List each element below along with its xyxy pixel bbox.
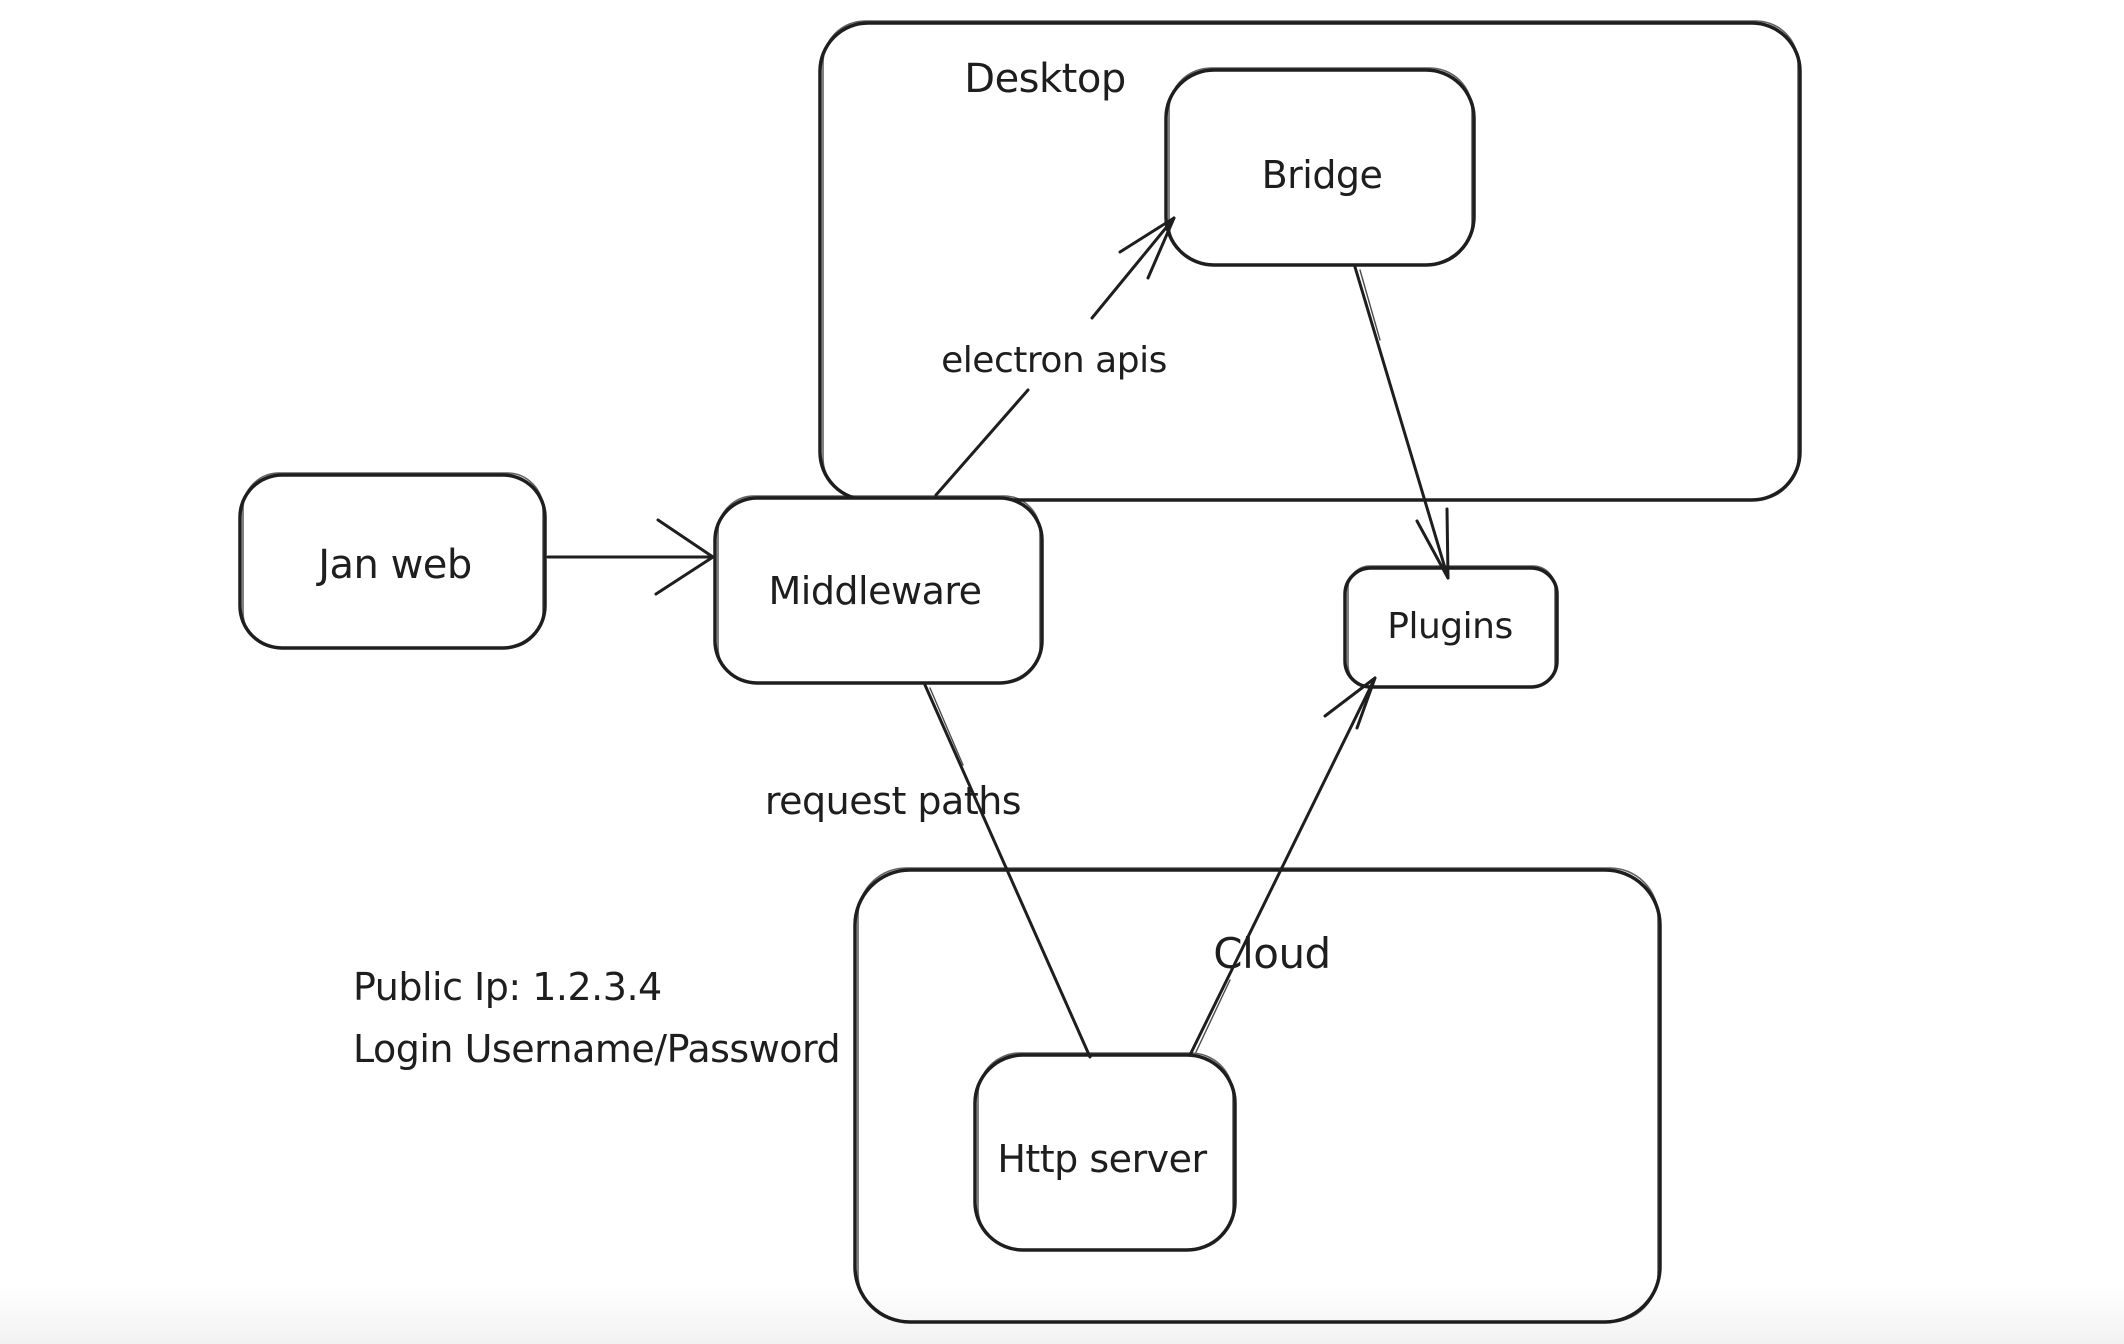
arrowhead-bridge-to-plugins [1415,507,1450,580]
desktop-container-sketch-echo [822,20,1799,501]
cloud-container[interactable]: Cloud [853,867,1662,1324]
bridge-sketch-echo [1168,67,1473,266]
arrowhead-http-server-to-plugins [1323,676,1377,730]
node-middleware[interactable]: Middleware [713,495,1044,685]
edge-label-request-paths[interactable]: request paths [765,779,1022,823]
edge-middleware-to-http-server-sketch-echo [929,687,964,766]
annotation-login[interactable]: Login Username/Password [353,1027,841,1071]
plugins-sketch-echo [1347,565,1556,688]
edge-middleware-to-bridge[interactable]: electron apis [934,216,1176,497]
edge-http-server-to-plugins[interactable] [1188,676,1377,1057]
jan-web-label[interactable]: Jan web [315,542,472,588]
edge-jan-web-to-middleware[interactable] [546,518,715,596]
arrowhead-middleware-to-bridge [1118,216,1176,280]
bridge-label[interactable]: Bridge [1262,153,1383,197]
edge-label-electron-apis[interactable]: electron apis [941,340,1167,381]
plugins-label[interactable]: Plugins [1387,606,1513,647]
edge-bridge-to-plugins-sketch-echo [1359,269,1381,341]
desktop-container-label[interactable]: Desktop [964,56,1126,102]
http-server-label[interactable]: Http server [997,1137,1208,1181]
edge-middleware-to-http-server[interactable]: request paths [765,683,1092,1059]
jan-web-sketch-echo [242,472,544,649]
middleware-label[interactable]: Middleware [768,569,982,613]
annotation-public-ip[interactable]: Public Ip: 1.2.3.4 [353,965,662,1009]
cloud-container-sketch-echo [857,867,1659,1323]
node-bridge[interactable]: Bridge [1164,67,1476,267]
edge-http-server-to-plugins-sketch-echo [1195,979,1231,1053]
node-plugins[interactable]: Plugins [1343,565,1559,689]
http-server-sketch-echo [977,1052,1234,1251]
desktop-container[interactable]: Desktop [818,20,1802,502]
arrowhead-jan-web-to-middleware [654,518,715,596]
edge-bridge-to-plugins[interactable] [1353,265,1450,580]
node-jan-web[interactable]: Jan web [238,472,547,650]
middleware-sketch-echo [717,495,1041,684]
node-http-server[interactable]: Http server [973,1052,1237,1252]
